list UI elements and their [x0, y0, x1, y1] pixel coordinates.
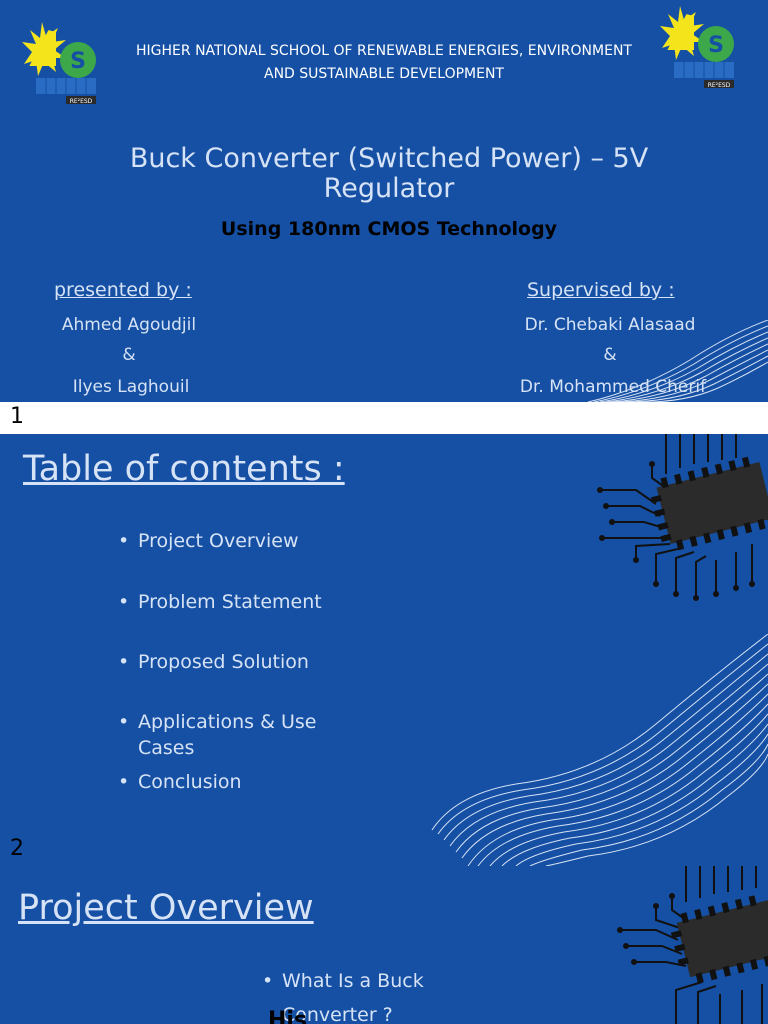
- cut-off-text: His: [268, 1008, 308, 1024]
- table-of-contents-slide: Table of contents : •Project Overview •P…: [0, 434, 768, 866]
- title-slide: S RE²ESD HIGHER NATIONAL SCHOOL OF RENEW…: [0, 0, 768, 402]
- project-overview-slide: Project Overview •What Is a Buck Convert…: [0, 866, 768, 1024]
- presenter-name: Ahmed Agoudjil: [61, 315, 197, 335]
- presented-by-heading: presented by :: [54, 279, 192, 301]
- list-item: •Proposed Solution: [118, 651, 309, 673]
- list-item: •What Is a Buck Converter ?: [262, 970, 424, 1024]
- svg-text:RE²ESD: RE²ESD: [70, 98, 93, 105]
- list-item: •Applications & Use Cases: [118, 711, 317, 759]
- school-name: HIGHER NATIONAL SCHOOL OF RENEWABLE ENER…: [136, 43, 632, 82]
- ampersand: &: [603, 345, 617, 365]
- wave-lines-decoration: [431, 634, 768, 866]
- slide-number: 2: [10, 836, 24, 861]
- list-item: •Project Overview: [118, 530, 299, 552]
- svg-text:S: S: [70, 49, 86, 74]
- list-item: •Problem Statement: [118, 591, 322, 613]
- school-logo-icon: S RE²ESD: [660, 6, 734, 89]
- microchip-icon: [597, 434, 768, 601]
- presentation-title: Buck Converter (Switched Power) – 5V Reg…: [129, 143, 649, 204]
- toc-title: Table of contents :: [23, 449, 345, 489]
- svg-text:RE²ESD: RE²ESD: [708, 82, 731, 89]
- supervisor-name: Dr. Chebaki Alasaad: [524, 315, 696, 335]
- list-item: •Conclusion: [118, 771, 242, 793]
- slide-title: Project Overview: [18, 888, 314, 928]
- wave-lines-decoration: [587, 320, 768, 402]
- presenter-name: Ilyes Laghouil: [72, 377, 190, 397]
- slide-gap: [0, 402, 768, 434]
- ampersand: &: [122, 345, 136, 365]
- slide-number: 1: [10, 404, 24, 429]
- svg-text:S: S: [708, 33, 724, 58]
- microchip-icon: [617, 866, 768, 1024]
- supervised-by-heading: Supervised by :: [527, 279, 675, 301]
- presentation-subtitle: Using 180nm CMOS Technology: [220, 218, 558, 240]
- school-logo-icon: S RE²ESD: [22, 22, 96, 105]
